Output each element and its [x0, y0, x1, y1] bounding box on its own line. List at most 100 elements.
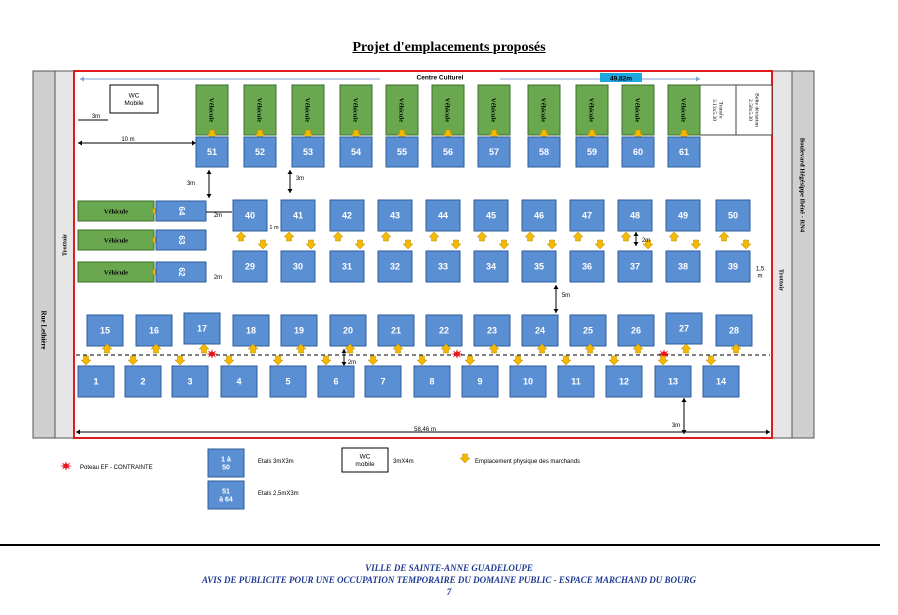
dist-3m-b-arrow-head-top: [287, 170, 293, 174]
stall-32-label: 32: [390, 262, 400, 272]
vendor-arrow-top-7: [488, 129, 500, 140]
vendor-arrow-top-9: [586, 129, 598, 140]
dist-2m-a-label: 2m: [214, 213, 222, 219]
stall-21-label: 21: [391, 326, 401, 336]
stall-26: [617, 314, 655, 347]
stall-53: [291, 136, 325, 168]
vehicle-top-label-5: Véhicule: [398, 98, 405, 122]
stall-59-label: 59: [587, 147, 597, 157]
stall-23: [473, 314, 511, 347]
stall-17: [183, 312, 221, 345]
stall-52: [243, 136, 277, 168]
vendor-arrow-ab-2: [305, 239, 317, 250]
footer-notice: AVIS DE PUBLICITE POUR UNE OCCUPATION TE…: [201, 575, 697, 585]
footer-page-number: 7: [446, 587, 452, 597]
stall-34-label: 34: [486, 262, 496, 272]
vendor-arrow-c-6: [344, 343, 356, 354]
stall-40: [232, 199, 268, 232]
stall-58: [527, 136, 561, 168]
stall-9-label: 9: [477, 377, 482, 387]
vehicle-left-label-1: Véhicule: [104, 208, 128, 215]
stall-31: [329, 250, 365, 283]
page-title: Projet d'emplacements proposés: [352, 40, 546, 55]
sidewalk-right-label: Trottoir: [778, 269, 785, 291]
vendor-arrow-c-8: [440, 343, 452, 354]
stall-20: [329, 314, 367, 347]
sidewalk-right: [771, 70, 793, 439]
stall-19-label: 19: [294, 326, 304, 336]
sidewalk-left-label: Trottoir: [61, 234, 68, 256]
legend-arrow-label: Emplacement physique des marchands: [475, 459, 580, 465]
stall-41-label: 41: [293, 211, 303, 221]
vendor-arrow-a-7: [524, 231, 536, 242]
constraint-pole-1: [206, 349, 218, 359]
stall-4-label: 4: [236, 377, 241, 387]
vendor-arrow-a-3: [332, 231, 344, 242]
stall-64-label: 64: [177, 207, 186, 216]
dist-3m-bottom-label: 3m: [672, 423, 680, 429]
vendor-arrow-ab-4: [402, 239, 414, 250]
vendor-arrow-ab-1: [257, 239, 269, 250]
stall-47: [569, 199, 605, 232]
stall-2: [124, 365, 162, 398]
vendor-arrow-a-10: [668, 231, 680, 242]
stall-28: [715, 314, 753, 347]
vendor-arrow-ab-9: [642, 239, 654, 250]
stall-49: [665, 199, 701, 232]
stall-12: [605, 365, 643, 398]
vehicle-top-label-11: Véhicule: [680, 98, 687, 122]
stall-43-label: 43: [390, 211, 400, 221]
vendor-arrow-a-11: [718, 231, 730, 242]
vendor-arrow-a-2: [283, 231, 295, 242]
stall-15-label: 15: [100, 326, 110, 336]
vendor-arrow-c-4: [247, 343, 259, 354]
vehicle-top-label-10: Véhicule: [634, 98, 641, 122]
legend-box-2: [207, 480, 245, 510]
vehicle-left-label-3: Véhicule: [104, 269, 128, 276]
stall-41: [280, 199, 316, 232]
vendor-arrow-a-4: [380, 231, 392, 242]
stall-61-label: 61: [679, 147, 689, 157]
dist-2m-d-label: 2m: [348, 360, 356, 366]
stall-6-label: 6: [333, 377, 338, 387]
stall-38: [665, 250, 701, 283]
vendor-arrow-ab-11: [740, 239, 752, 250]
vendor-arrow-d-14: [705, 355, 717, 366]
vendor-arrow-c-14: [730, 343, 742, 354]
stall-36-label: 36: [582, 262, 592, 272]
legend-pole-icon: [60, 461, 72, 471]
dist-2m-d-arrow-head-top: [341, 349, 347, 353]
stall-14-label: 14: [716, 377, 726, 387]
stall-31-label: 31: [342, 262, 352, 272]
vehicle-top-1: [195, 84, 229, 136]
dist-3m-bottom-arrow-head-top: [681, 398, 687, 402]
legend-wc-text: 3mX4m: [393, 459, 414, 465]
road-right: [791, 70, 815, 439]
dist-5m-arrow-head-bottom: [553, 309, 559, 313]
stall-50-label: 50: [728, 211, 738, 221]
stall-19: [280, 314, 318, 347]
boulevard-label: Boulevard Hégésippe Ibéné - RN4: [799, 138, 806, 233]
stall-48: [617, 199, 653, 232]
vendor-arrow-top-11: [678, 129, 690, 140]
road-left: [32, 70, 56, 439]
dist-3m-a-label: 3m: [187, 181, 195, 187]
stall-36: [569, 250, 605, 283]
stall-15: [86, 314, 124, 347]
dist-10m-arrow-head-left: [78, 140, 82, 146]
width-top-label: 49,82m: [610, 75, 632, 82]
stall-60-label: 60: [633, 147, 643, 157]
stall-1: [77, 365, 115, 398]
stall-17-label: 17: [197, 324, 207, 334]
stall-55-label: 55: [397, 147, 407, 157]
vendor-arrow-a-9: [620, 231, 632, 242]
width-bottom-arrow-head-right: [766, 429, 770, 435]
stall-44: [425, 199, 461, 232]
stall-2-label: 2: [140, 377, 145, 387]
transfo-label: Transfo3.13x5.30: [711, 99, 724, 121]
boite-box: [735, 84, 773, 136]
stall-14: [702, 365, 740, 398]
vendor-arrow-d-4: [223, 355, 235, 366]
